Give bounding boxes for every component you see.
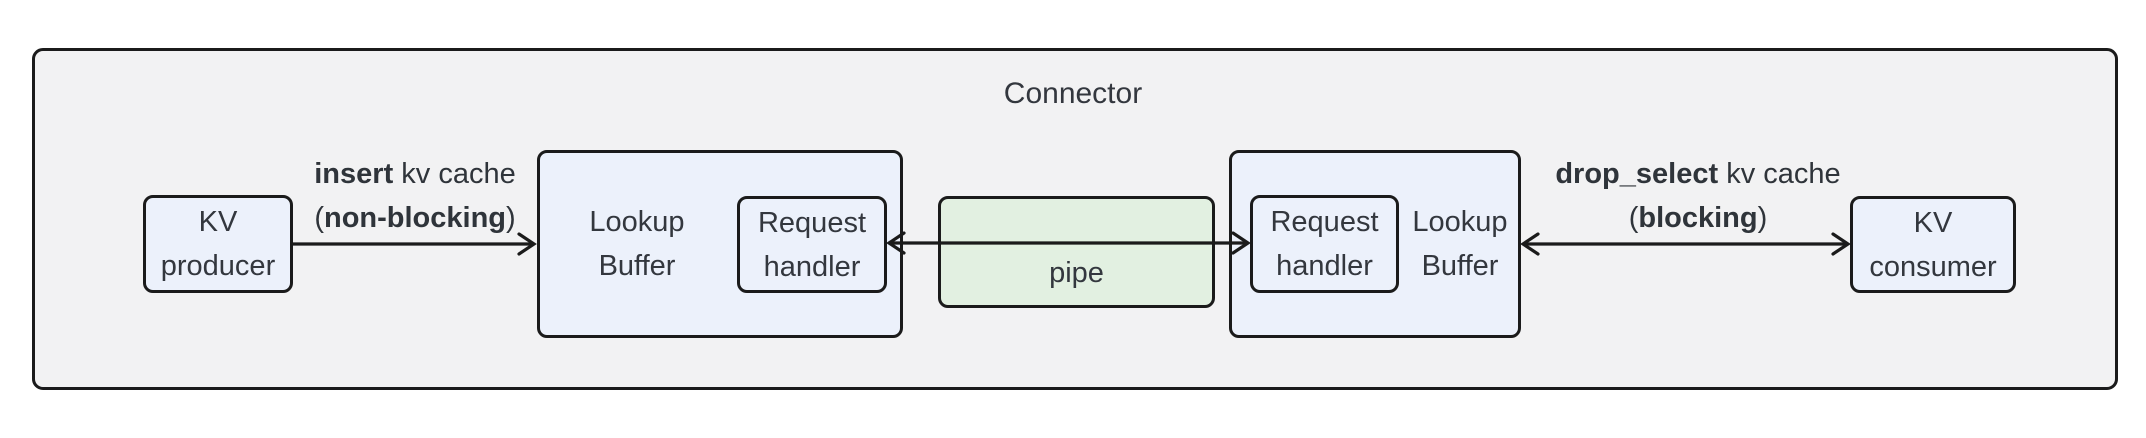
lookup-buffer-left-line2: Buffer bbox=[598, 250, 676, 282]
request-handler-left-node: Request handler bbox=[737, 196, 887, 293]
insert-edge-label-line1: insert kv cache bbox=[245, 152, 585, 196]
lookup-buffer-right-line1: Lookup bbox=[1412, 206, 1508, 238]
arrowhead-right-icon bbox=[1231, 231, 1251, 255]
kv-consumer-node: KV consumer bbox=[1850, 196, 2016, 293]
drop-select-edge-label-line2: (blocking) bbox=[1528, 196, 1868, 240]
pipe-label: pipe bbox=[1049, 257, 1104, 289]
drop-select-edge-label: drop_select kv cache (blocking) bbox=[1528, 152, 1868, 240]
insert-rest-text: kv cache bbox=[393, 158, 516, 190]
pipe-arrow bbox=[886, 231, 1251, 255]
drop-select-rest-text: kv cache bbox=[1718, 158, 1841, 190]
arrowhead-right-icon bbox=[517, 232, 537, 256]
arrowhead-right-icon bbox=[1831, 232, 1851, 256]
drop-select-arrow bbox=[1520, 232, 1851, 256]
lookup-buffer-right-line2: Buffer bbox=[1421, 250, 1499, 282]
drop-select-keyword: drop_select bbox=[1555, 158, 1719, 190]
paren-close: ) bbox=[506, 202, 516, 234]
paren-close: ) bbox=[1757, 202, 1768, 234]
kv-consumer-label-line2: consumer bbox=[1869, 250, 1997, 283]
lookup-buffer-left-label: Lookup Buffer bbox=[537, 150, 737, 338]
insert-edge-label-line2: (non-blocking) bbox=[245, 196, 585, 240]
non-blocking-keyword: non-blocking bbox=[323, 202, 507, 234]
insert-edge-label: insert kv cache (non-blocking) bbox=[245, 152, 585, 240]
kv-producer-label-line1: KV bbox=[198, 206, 238, 238]
request-handler-right-line2: handler bbox=[1276, 250, 1373, 282]
connector-title: Connector bbox=[1003, 77, 1143, 110]
kv-consumer-label-line1: KV bbox=[1913, 206, 1953, 239]
insert-keyword: insert bbox=[314, 158, 394, 190]
lookup-buffer-left-line1: Lookup bbox=[589, 206, 685, 238]
request-handler-left-line2: handler bbox=[763, 250, 861, 283]
insert-arrow bbox=[291, 232, 537, 256]
arrowhead-left-icon bbox=[1520, 232, 1540, 256]
paren-open: ( bbox=[314, 202, 324, 234]
kv-producer-node: KV producer bbox=[143, 195, 293, 293]
blocking-keyword: blocking bbox=[1638, 202, 1758, 234]
paren-open: ( bbox=[1628, 202, 1639, 234]
request-handler-left-line1: Request bbox=[757, 206, 866, 239]
lookup-buffer-right-label: Lookup Buffer bbox=[1399, 150, 1521, 338]
arrowhead-left-icon bbox=[886, 231, 906, 255]
request-handler-right-line1: Request bbox=[1270, 206, 1379, 238]
request-handler-right-node: Request handler bbox=[1250, 195, 1399, 293]
drop-select-edge-label-line1: drop_select kv cache bbox=[1528, 152, 1868, 196]
pipe-node: pipe bbox=[938, 196, 1215, 308]
kv-producer-label-line2: producer bbox=[160, 250, 276, 282]
